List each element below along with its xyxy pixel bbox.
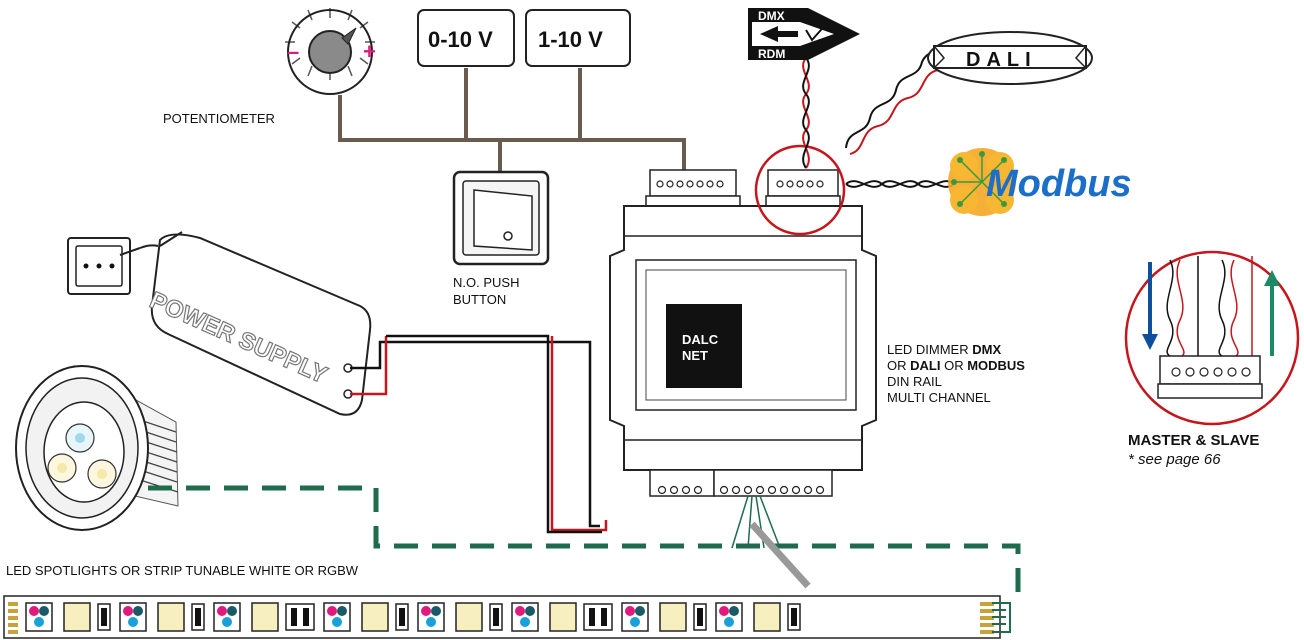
pot-plus: +	[363, 39, 376, 64]
see-page-note: * see page 66	[1128, 451, 1221, 468]
voltage-1-10-label: 1-10 V	[538, 27, 603, 52]
device-label-line2: NET	[682, 348, 708, 363]
strip-resistor-pair	[583, 603, 613, 631]
led-dimmer-line1: LED DIMMER DMX	[887, 342, 1001, 358]
voltage-1-10-box	[525, 9, 631, 67]
led-spotlights-label: LED SPOTLIGHTS OR STRIP TUNABLE WHITE OR…	[6, 563, 359, 578]
voltage-0-10-label: 0-10 V	[428, 27, 493, 52]
strip-white-led	[659, 602, 687, 632]
bus-terminal-highlight	[754, 144, 846, 236]
pot-minus: –	[287, 39, 299, 64]
modbus-text: Modbus	[986, 163, 1132, 205]
dmx-text: DMX	[758, 9, 785, 23]
strip-rgb-led	[621, 602, 649, 632]
output-wires	[731, 495, 781, 549]
strip-rgb-led	[715, 602, 743, 632]
strip-resistor	[489, 603, 503, 631]
strip-white-led	[251, 602, 279, 632]
strip-resistor	[97, 603, 111, 631]
bus-cables	[802, 47, 955, 188]
power-socket-icon	[67, 237, 159, 295]
voltage-0-10-box	[417, 9, 515, 67]
push-button-label-line1: N.O. PUSH	[453, 275, 520, 290]
rdm-text: RDM	[758, 47, 785, 61]
potentiometer-label: POTENTIOMETER	[163, 111, 275, 126]
strip-white-led	[549, 602, 577, 632]
led-dimmer-l2b: DALI	[910, 358, 941, 373]
strip-rgb-led	[417, 602, 445, 632]
led-dimmer-line3: DIN RAIL	[887, 374, 942, 389]
strip-resistor	[395, 603, 409, 631]
cut-line	[749, 521, 811, 589]
strip-rgb-led	[323, 602, 351, 632]
led-dimmer-l2c: OR	[940, 358, 968, 373]
strip-resistor-pair	[285, 603, 315, 631]
strip-white-led	[455, 602, 483, 632]
push-button-label-line2: BUTTON	[453, 292, 507, 307]
strip-rgb-led	[119, 602, 147, 632]
strip-white-led	[361, 602, 389, 632]
led-control-line	[148, 485, 1021, 604]
dali-text: DALI	[966, 49, 1037, 71]
push-button-icon	[452, 170, 550, 266]
master-slave-diagram	[1124, 250, 1300, 426]
strip-white-led	[63, 602, 91, 632]
strip-white-led	[157, 602, 185, 632]
led-strip-icon	[3, 595, 1011, 639]
master-slave-label: MASTER & SLAVE	[1128, 432, 1260, 449]
led-spotlight-icon	[15, 365, 179, 531]
strip-rgb-led	[511, 602, 539, 632]
device-label-line1: DALC	[682, 332, 719, 347]
supply-output-wiring	[350, 334, 608, 534]
strip-rgb-led	[213, 602, 241, 632]
dali-logo	[927, 31, 1093, 85]
led-dimmer-l2d: MODBUS	[967, 358, 1025, 373]
led-dimmer-line2: OR DALI OR MODBUS	[887, 358, 1025, 374]
power-supply-icon	[150, 231, 372, 416]
modbus-logo	[948, 148, 1016, 216]
dmx-rdm-logo	[748, 8, 860, 60]
led-dimmer-l1a: LED DIMMER	[887, 342, 973, 357]
led-dimmer-line4: MULTI CHANNEL	[887, 390, 991, 405]
strip-white-led	[753, 602, 781, 632]
strip-resistor	[693, 603, 707, 631]
strip-resistor	[787, 603, 801, 631]
dimmer-device-icon	[609, 169, 877, 497]
potentiometer-icon	[285, 8, 375, 95]
led-dimmer-l2a: OR	[887, 358, 911, 373]
control-wiring	[338, 68, 686, 172]
led-dimmer-l1b: DMX	[972, 342, 1002, 357]
strip-resistor	[191, 603, 205, 631]
strip-rgb-led	[25, 602, 53, 632]
